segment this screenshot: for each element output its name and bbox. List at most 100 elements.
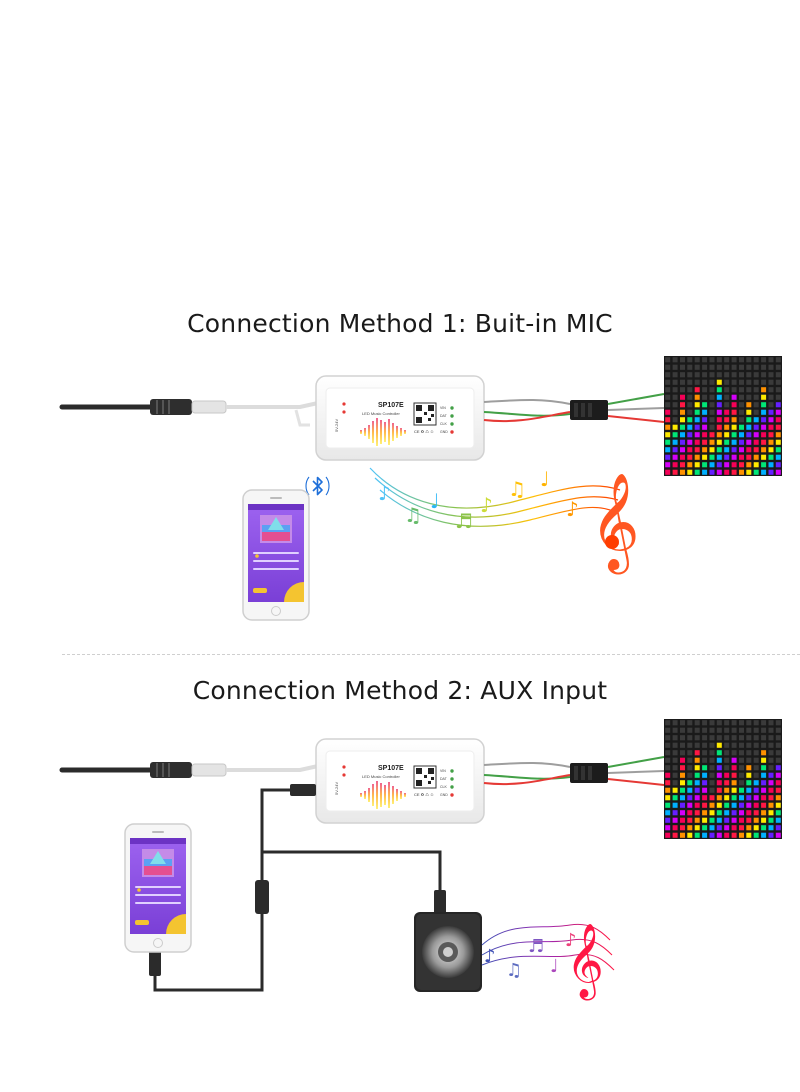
led-pixel — [753, 454, 759, 460]
led-pixel — [768, 802, 774, 808]
led-pixel — [709, 795, 715, 801]
svg-text:♪: ♪ — [378, 481, 391, 505]
led-pixel — [680, 742, 685, 748]
led-pixel — [768, 394, 774, 400]
led-pixel — [761, 832, 767, 838]
led-pixel — [702, 409, 708, 415]
led-pixel — [709, 402, 715, 408]
led-pixel — [768, 432, 774, 438]
led-pixel — [702, 387, 708, 393]
led-pixel — [687, 720, 693, 726]
led-pixel — [672, 432, 678, 438]
qr-code — [413, 765, 437, 789]
led-pixel — [753, 817, 759, 823]
svg-text:GND: GND — [440, 430, 448, 434]
led-pixel — [768, 727, 774, 733]
led-pixel — [746, 387, 752, 393]
led-pixel — [753, 387, 759, 393]
led-pixel — [746, 720, 752, 726]
led-pixel — [761, 432, 767, 438]
led-pixel — [709, 817, 715, 823]
led-pixel — [753, 394, 759, 400]
led-pixel — [665, 795, 671, 801]
led-pixel — [775, 439, 781, 445]
led-pixel — [761, 424, 767, 430]
led-pixel — [702, 765, 708, 771]
led-pixel — [665, 447, 671, 453]
led-pixel — [672, 727, 678, 733]
led-pixel — [761, 364, 767, 370]
led-pixel — [746, 795, 752, 801]
led-pixel — [761, 447, 767, 453]
qr-code — [413, 402, 437, 426]
bluetooth-icon — [305, 476, 330, 496]
led-pixel — [746, 810, 752, 816]
led-pixel — [724, 817, 730, 823]
led-pixel — [709, 765, 715, 771]
led-pixel — [746, 742, 752, 748]
led-pixel — [753, 832, 759, 838]
led-pixel — [672, 357, 678, 363]
led-pixel — [709, 757, 715, 763]
led-pixel — [775, 409, 781, 415]
led-pixel — [694, 379, 700, 385]
led-pixel — [665, 757, 671, 763]
led-pixel — [665, 372, 671, 378]
led-pixel — [665, 832, 671, 838]
led-pixel — [702, 417, 708, 423]
led-pixel — [739, 364, 744, 370]
led-pixel — [694, 765, 700, 771]
led-pixel — [768, 402, 774, 408]
led-pixel — [761, 409, 767, 415]
svg-text:𝄞: 𝄞 — [590, 472, 640, 574]
led-pixel — [709, 417, 715, 423]
led-pixel — [724, 742, 730, 748]
svg-text:VIN: VIN — [440, 406, 446, 410]
led-pixel — [739, 802, 744, 808]
led-matrix-icon — [664, 356, 782, 476]
led-pixel — [724, 454, 730, 460]
svg-text:DAT: DAT — [440, 414, 448, 418]
led-pixel — [702, 832, 708, 838]
led-pixel — [768, 825, 774, 831]
led-pixel — [724, 402, 730, 408]
led-pixel — [746, 772, 752, 778]
led-pixel — [680, 810, 685, 816]
led-pixel — [753, 772, 759, 778]
led-pixel — [746, 417, 752, 423]
led-pixel — [716, 447, 722, 453]
led-pixel — [731, 357, 737, 363]
speaker-icon — [414, 912, 482, 992]
led-pixel — [753, 727, 759, 733]
led-pixel — [761, 765, 767, 771]
led-pixel — [672, 469, 678, 475]
led-pixel — [731, 787, 737, 793]
led-pixel — [672, 387, 678, 393]
led-pixel — [702, 772, 708, 778]
led-pixel — [680, 780, 685, 786]
led-pixel — [709, 810, 715, 816]
led-pixel — [680, 454, 685, 460]
led-pixel — [680, 447, 685, 453]
led-pixel — [709, 372, 715, 378]
led-pixel — [680, 462, 685, 468]
certification-marks: CE ♻ ♺ ♲ — [414, 429, 434, 434]
led-pixel — [702, 447, 708, 453]
led-pixel — [672, 765, 678, 771]
led-pixel — [680, 787, 685, 793]
led-pixel — [775, 802, 781, 808]
led-pixel — [716, 757, 722, 763]
led-pixel — [724, 357, 730, 363]
led-pixel — [753, 742, 759, 748]
led-pixel — [746, 357, 752, 363]
led-pixel — [694, 454, 700, 460]
led-pixel — [680, 772, 685, 778]
led-pixel — [702, 469, 708, 475]
led-pixel — [775, 757, 781, 763]
controller-subtitle: LED Music Controller — [362, 411, 400, 416]
certification-marks: CE ♻ ♺ ♲ — [414, 792, 434, 797]
led-pixel — [739, 447, 744, 453]
led-pixel — [709, 454, 715, 460]
led-pixel — [687, 795, 693, 801]
led-pixel — [716, 372, 722, 378]
